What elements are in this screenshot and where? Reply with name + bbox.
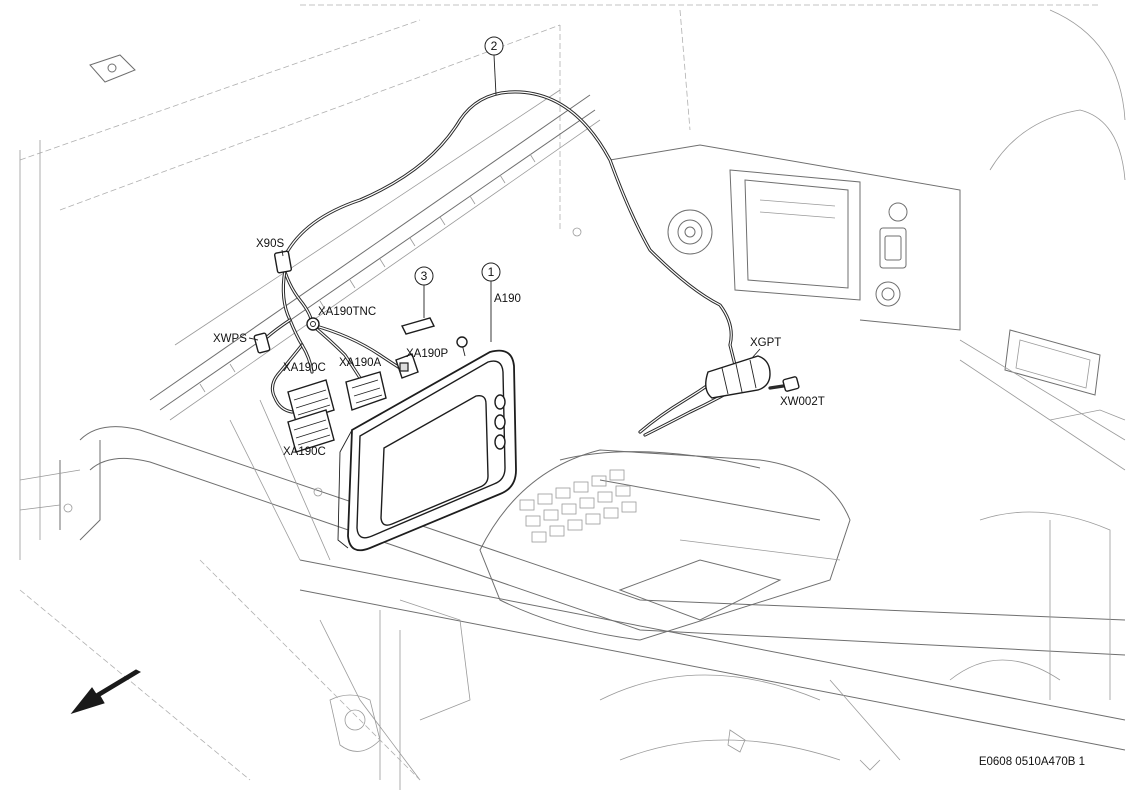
connector-x90s (273, 250, 293, 274)
connector-xa190a (345, 371, 387, 411)
label-xw002t: XW002T (780, 396, 825, 408)
part-3-cover (400, 317, 436, 335)
label-xa190c-lower: XA190C (283, 446, 326, 458)
callout-3: 3 (414, 266, 434, 318)
callout-1: 1 (481, 262, 501, 342)
cab-structure-background (19, 4, 1126, 790)
label-xwps: XWPS (213, 333, 247, 345)
connector-xwps (253, 332, 271, 354)
callout-3-number: 3 (421, 269, 428, 283)
label-x90s: X90S (256, 238, 284, 250)
reference-code: E0608 0510A470B 1 (979, 756, 1085, 768)
connector-xgpt (705, 355, 771, 399)
connector-xa190c-lower (287, 409, 335, 453)
label-xa190c-upper: XA190C (283, 362, 326, 374)
connector-xa190p-plug (395, 353, 419, 379)
label-xgpt: XGPT (750, 337, 781, 349)
wiring-harness (264, 90, 792, 437)
terminal-a190 (337, 336, 517, 552)
label-xa190p: XA190P (406, 348, 449, 360)
label-a190: A190 (494, 293, 521, 305)
callout-2: 2 (484, 36, 504, 96)
label-xa190a: XA190A (339, 357, 382, 369)
arrow-icon (70, 669, 142, 714)
connector-xa190tnc (306, 317, 320, 331)
connector-xw002t (782, 376, 800, 392)
callout-1-number: 1 (488, 265, 495, 279)
callout-2-number: 2 (491, 39, 498, 53)
label-xa190tnc: XA190TNC (318, 306, 376, 318)
labels: X90S XA190TNC XWPS XA190A XA190P XA190C … (213, 238, 825, 458)
